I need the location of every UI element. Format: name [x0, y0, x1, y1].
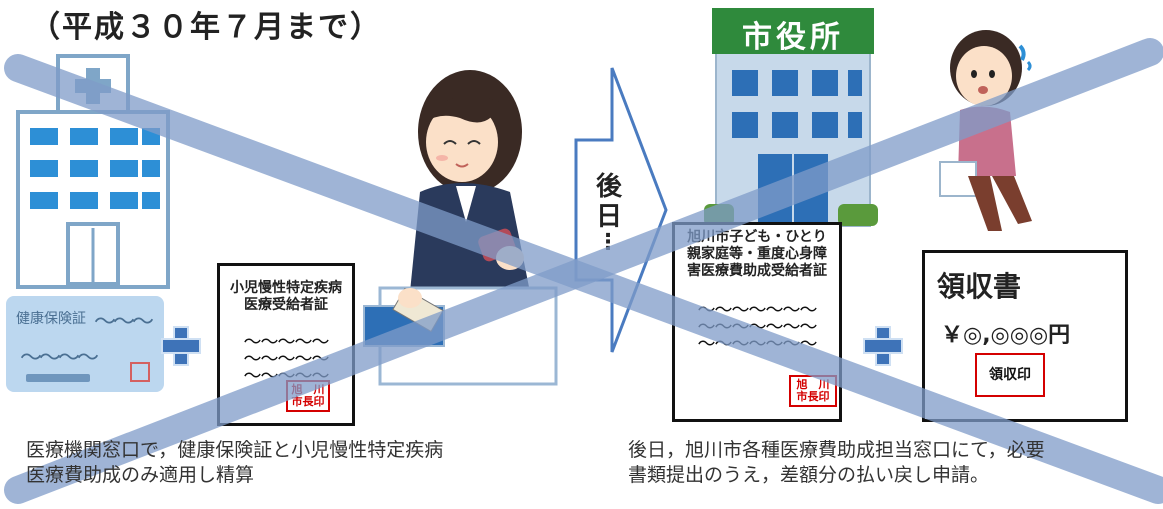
left-caption-line2: 医療費助成のみ適用し精算	[26, 464, 255, 486]
insurance-card-stripe	[26, 374, 90, 382]
certificate-title-line1: 旭川市子ども・ひとり	[687, 229, 827, 245]
later-label: 後 日 ⋮	[596, 172, 623, 255]
insurance-card-label: 健康保険証	[16, 311, 86, 327]
mayor-stamp: 旭 川 市長印	[789, 375, 837, 407]
later-label-line2: 日	[596, 202, 623, 232]
receipt-amount: ￥◎,◎◎◎円	[941, 323, 1071, 348]
asahikawa-medical-aid-certificate: 旭川市子ども・ひとり 親家庭等・重度心身障 害医療費助成受給者証 〜〜〜〜〜〜〜…	[672, 222, 842, 422]
insurance-card-wave: 〜〜〜〜	[20, 346, 99, 371]
receipt-title: 領収書	[937, 270, 1022, 303]
right-caption-line2: 書類提出のうえ，差額分の払い戻し申請。	[628, 464, 990, 486]
certificate-wave-line: 〜〜〜〜〜〜〜	[697, 334, 818, 355]
right-caption: 後日，旭川市各種医療費助成担当窓口にて，必要 書類提出のうえ，差額分の払い戻し申…	[628, 438, 1158, 488]
plus-icon	[863, 326, 903, 366]
page-title: （平成３０年７月まで）	[30, 10, 382, 45]
certificate-title-line1: 小児慢性特定疾病	[230, 280, 342, 296]
later-label-line1: 後	[596, 172, 623, 202]
left-caption: 医療機関窓口で，健康保険証と小児慢性特定疾病 医療費助成のみ適用し精算	[26, 438, 586, 488]
insurance-card-wave: 〜〜〜	[94, 310, 154, 335]
later-label-dots: ⋮	[597, 230, 619, 255]
clerk-counter-illustration	[363, 70, 558, 386]
left-caption-line1: 医療機関窓口で，健康保険証と小児慢性特定疾病	[26, 439, 444, 461]
right-caption-line1: 後日，旭川市各種医療費助成担当窓口にて，必要	[628, 439, 1045, 461]
certificate-title-line3: 害医療費助成受給者証	[687, 263, 827, 279]
pediatric-disease-certificate: 小児慢性特定疾病 医療受給者証 〜〜〜〜〜 〜〜〜〜〜 〜〜〜〜〜 旭 川 市長…	[217, 263, 355, 426]
receipt: 領収書 ￥◎,◎◎◎円 領収印	[922, 250, 1128, 422]
certificate-title-line2: 医療受給者証	[244, 297, 328, 313]
mayor-stamp: 旭 川 市長印	[286, 380, 330, 412]
stamp-line2: 市長印	[796, 390, 830, 403]
hurrying-woman-illustration	[939, 30, 1032, 231]
hospital-building-illustration	[16, 54, 170, 289]
insurance-card-seal	[130, 362, 150, 382]
insurance-card: 健康保険証 〜〜〜 〜〜〜〜	[6, 296, 164, 392]
plus-icon	[161, 326, 201, 366]
certificate-title-line2: 親家庭等・重度心身障	[687, 246, 827, 262]
receipt-stamp: 領収印	[975, 353, 1045, 397]
stamp-line2: 市長印	[291, 395, 325, 408]
city-hall-sign: 市役所	[742, 20, 844, 55]
